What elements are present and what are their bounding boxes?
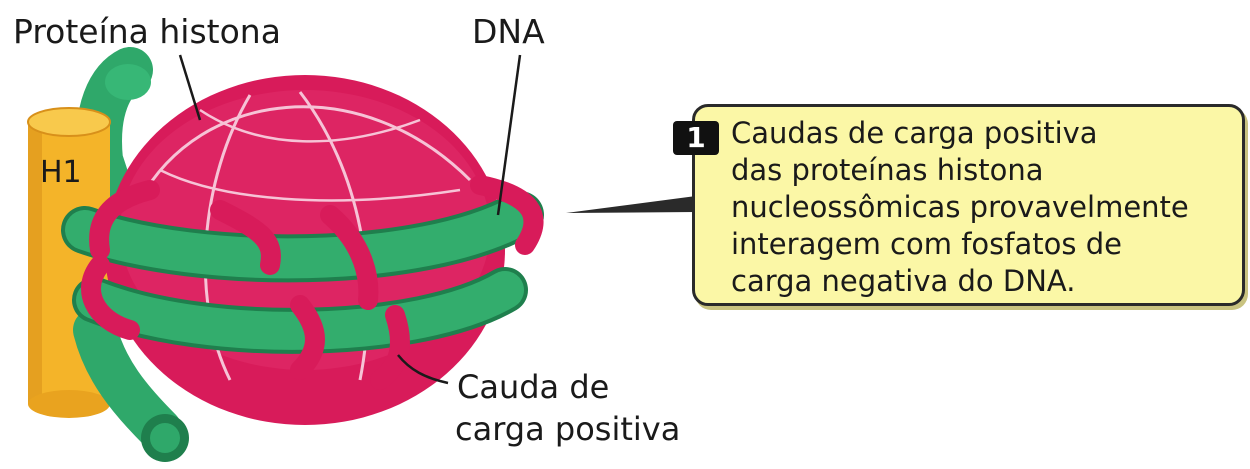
callout-pointer xyxy=(566,196,696,213)
callout-box: 1 Caudas de carga positiva das proteínas… xyxy=(673,104,1245,306)
callout-line-3: nucleossômicas provavelmente xyxy=(731,190,1189,224)
callout-line-2: das proteínas histona xyxy=(731,153,1044,187)
leader-histone xyxy=(178,54,202,121)
histone-tails xyxy=(81,175,544,390)
callout-number-badge: 1 xyxy=(673,121,719,155)
callout-line-4: interagem com fosfatos de xyxy=(731,227,1122,261)
callout-text: Caudas de carga positiva das proteínas h… xyxy=(731,115,1236,300)
label-tail-line2: carga positiva xyxy=(455,410,680,448)
label-histone-protein: Proteína histona xyxy=(13,12,281,51)
dna-linker-top-end xyxy=(105,64,151,100)
leader-tail xyxy=(397,354,449,385)
label-h1: H1 xyxy=(40,155,82,190)
label-dna: DNA xyxy=(472,12,545,51)
callout-line-1: Caudas de carga positiva xyxy=(731,116,1098,150)
leader-dna xyxy=(496,54,522,216)
label-tail-line1: Cauda de xyxy=(457,368,609,406)
callout-line-5: carga negativa do DNA. xyxy=(731,264,1076,298)
